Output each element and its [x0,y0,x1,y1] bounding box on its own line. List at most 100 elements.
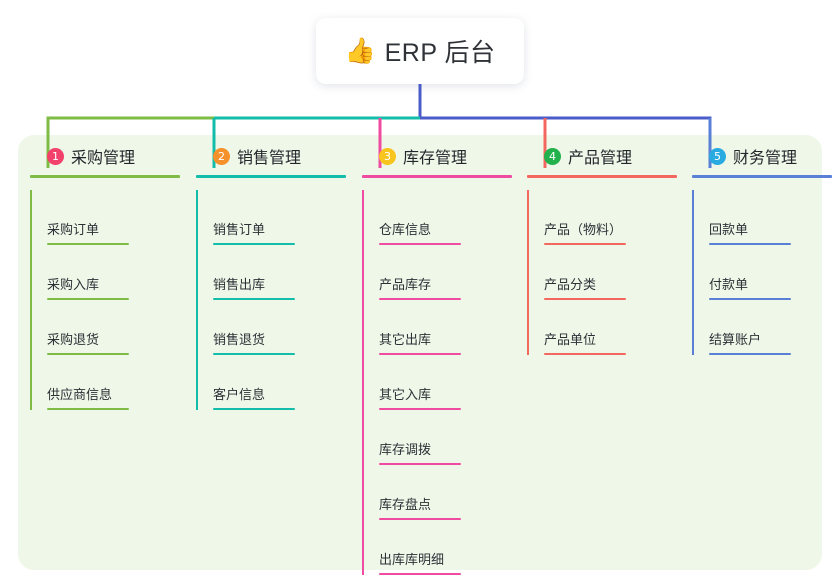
leaf-label: 库存盘点 [379,497,432,512]
root-title: ERP 后台 [384,39,496,67]
leaf-label: 产品库存 [379,277,432,292]
column-title: 产品管理 [568,150,633,167]
leaf-label: 供应商信息 [47,387,113,402]
leaf-underline [379,518,461,520]
column-badge-2: 2 [213,147,230,165]
leaf-item[interactable]: 其它入库 [362,355,512,410]
leaf-underline [709,243,791,245]
leaf-label: 出库库明细 [379,552,445,567]
leaf-spine [362,190,364,575]
leaf-list: 采购订单采购入库采购退货供应商信息 [30,190,180,410]
leaf-item[interactable]: 采购入库 [30,245,180,300]
leaf-list: 产品（物料） 产品分类产品单位 [527,190,677,355]
leaf-label: 结算账户 [709,332,762,347]
column-header-3[interactable]: 3 库存管理 [362,144,512,168]
column-header-2[interactable]: 2 销售管理 [196,144,346,168]
column-underline [692,175,832,178]
column-库存管理: 3 库存管理仓库信息产品库存其它出库其它入库库存调拨库存盘点出库库明细 [362,144,512,575]
thumbs-up-emoji: 👍 [344,36,376,65]
column-badge-5: 5 [709,147,726,165]
column-underline [527,175,677,178]
leaf-item[interactable]: 回款单 [692,190,832,245]
leaf-item[interactable]: 销售出库 [196,245,346,300]
column-underline [196,175,346,178]
leaf-underline [379,243,461,245]
leaf-item[interactable]: 库存盘点 [362,465,512,520]
leaf-item[interactable]: 出库库明细 [362,520,512,575]
leaf-underline [379,298,461,300]
column-badge-4: 4 [544,147,561,165]
column-header-5[interactable]: 5 财务管理 [692,144,832,168]
leaf-underline [379,463,461,465]
leaf-item[interactable]: 客户信息 [196,355,346,410]
column-销售管理: 2 销售管理销售订单销售出库销售退货客户信息 [196,144,346,410]
leaf-item[interactable]: 销售退货 [196,300,346,355]
leaf-spine [30,190,32,410]
leaf-item[interactable]: 结算账户 [692,300,832,355]
leaf-item[interactable]: 产品（物料） [527,190,677,245]
leaf-item[interactable]: 其它出库 [362,300,512,355]
leaf-spine [527,190,529,355]
leaf-label: 产品分类 [544,277,597,292]
leaf-underline [213,243,295,245]
leaf-item[interactable]: 采购退货 [30,300,180,355]
leaf-label: 产品（物料） [544,222,623,237]
leaf-label: 产品单位 [544,332,597,347]
leaf-label: 客户信息 [213,387,266,402]
column-title: 销售管理 [237,150,302,167]
leaf-underline [379,408,461,410]
leaf-item[interactable]: 采购订单 [30,190,180,245]
column-badge-3: 3 [379,147,396,165]
leaf-underline [544,298,626,300]
leaf-underline [213,408,295,410]
leaf-underline [379,353,461,355]
column-title: 库存管理 [403,150,468,167]
leaf-item[interactable]: 供应商信息 [30,355,180,410]
column-财务管理: 5 财务管理回款单付款单结算账户 [692,144,832,355]
leaf-label: 销售退货 [213,332,266,347]
leaf-label: 销售订单 [213,222,266,237]
leaf-list: 回款单付款单结算账户 [692,190,832,355]
leaf-item[interactable]: 仓库信息 [362,190,512,245]
column-badge-1: 1 [47,147,64,165]
column-underline [362,175,512,178]
leaf-underline [544,243,626,245]
leaf-underline [544,353,626,355]
leaf-item[interactable]: 产品分类 [527,245,677,300]
leaf-spine [692,190,694,355]
leaf-underline [213,353,295,355]
leaf-item[interactable]: 产品库存 [362,245,512,300]
leaf-label: 采购订单 [47,222,100,237]
leaf-underline [709,353,791,355]
leaf-underline [47,298,129,300]
leaf-item[interactable]: 产品单位 [527,300,677,355]
leaf-underline [709,298,791,300]
leaf-list: 销售订单销售出库销售退货客户信息 [196,190,346,410]
leaf-label: 其它入库 [379,387,432,402]
leaf-underline [379,573,461,575]
root-node[interactable]: 👍 ERP 后台 [316,18,524,84]
leaf-underline [47,353,129,355]
column-header-4[interactable]: 4 产品管理 [527,144,677,168]
column-title: 财务管理 [733,150,798,167]
leaf-item[interactable]: 库存调拨 [362,410,512,465]
column-产品管理: 4 产品管理产品（物料） 产品分类产品单位 [527,144,677,355]
leaf-label: 销售出库 [213,277,266,292]
leaf-label: 仓库信息 [379,222,432,237]
diagram-panel [18,135,822,570]
column-title: 采购管理 [71,150,136,167]
leaf-label: 库存调拨 [379,442,432,457]
leaf-label: 回款单 [709,222,749,237]
leaf-item[interactable]: 付款单 [692,245,832,300]
leaf-underline [213,298,295,300]
leaf-underline [47,408,129,410]
leaf-label: 其它出库 [379,332,432,347]
column-采购管理: 1 采购管理采购订单采购入库采购退货供应商信息 [30,144,180,410]
leaf-item[interactable]: 销售订单 [196,190,346,245]
column-header-1[interactable]: 1 采购管理 [30,144,180,168]
leaf-underline [47,243,129,245]
leaf-label: 采购入库 [47,277,100,292]
leaf-spine [196,190,198,410]
column-underline [30,175,180,178]
